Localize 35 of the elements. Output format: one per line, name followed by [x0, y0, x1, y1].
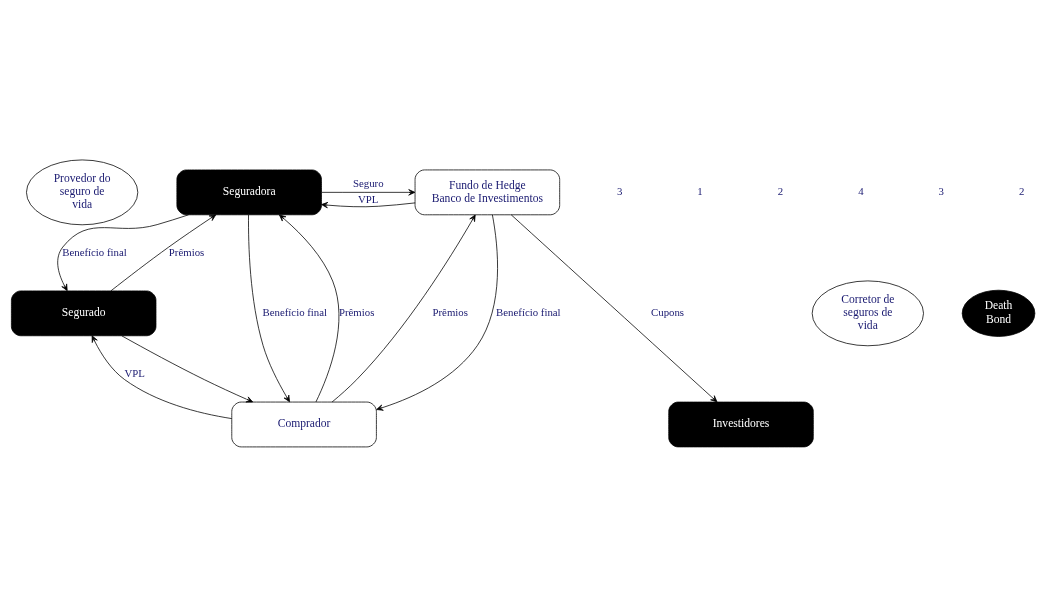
edge-label: Cupons: [651, 306, 685, 319]
arrow: [321, 201, 416, 209]
node-box: Investidores: [668, 401, 814, 448]
label: 2: [777, 185, 784, 198]
arrow: [510, 214, 718, 403]
arrow: [321, 189, 416, 196]
edge-label: VPL: [358, 193, 379, 206]
edge-label: VPL: [124, 366, 145, 379]
edge-label: Prêmios: [432, 306, 468, 319]
edge-label: Benefício final: [262, 306, 328, 319]
label: 4: [858, 185, 864, 198]
arrow: [110, 214, 217, 292]
arrow: [121, 335, 254, 403]
edge-label: Seguro: [352, 177, 384, 190]
label: 3: [938, 185, 945, 198]
node-box: Fundo de Hedge Banco de Investimentos: [414, 169, 561, 216]
arrow: [376, 214, 498, 411]
node-box: Segurado: [11, 290, 157, 337]
edge-label: Benefício final: [496, 306, 561, 319]
edge-label: Prêmios: [338, 306, 375, 319]
node-ellipse: Death Bond: [961, 289, 1036, 337]
arrow: [91, 335, 233, 419]
arrow: [279, 214, 340, 403]
label: 2: [1019, 185, 1025, 198]
label: 3: [616, 185, 623, 198]
node-box: Comprador: [231, 401, 377, 448]
node-ellipse: Corretor de seguros de vida: [811, 280, 924, 347]
edge-label: Benefício final: [62, 245, 127, 258]
arrow: [331, 214, 476, 403]
edge-label: Prêmios: [168, 245, 205, 258]
arrow: [57, 214, 189, 292]
arrow: [248, 214, 290, 403]
node-box: Seguradora: [176, 169, 322, 216]
node-ellipse: Provedor do seguro de vida: [26, 159, 139, 226]
label: 1: [697, 185, 703, 198]
